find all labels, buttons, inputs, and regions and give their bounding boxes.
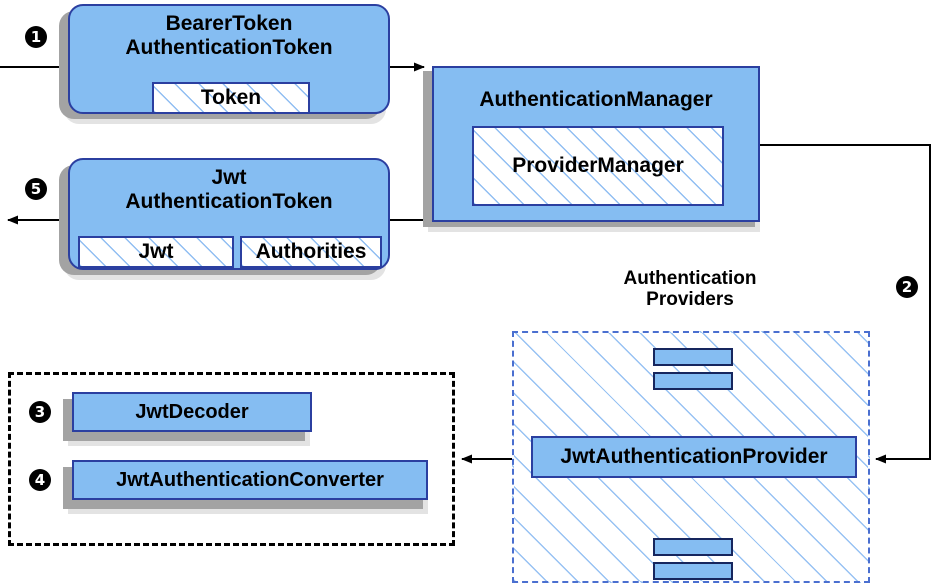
slot-token: Token [152, 82, 310, 114]
node-jwt-authentication-provider-title: JwtAuthenticationProvider [560, 445, 828, 469]
node-jwt-decoder-title: JwtDecoder [135, 400, 249, 423]
node-bearer-token-authentication-token[interactable]: BearerToken AuthenticationToken Token [68, 4, 390, 114]
slot-provider-manager: ProviderManager [472, 126, 724, 206]
jwt-support-region [8, 372, 455, 546]
step-bullet-4: 4 [29, 469, 51, 491]
node-jwt-authentication-provider[interactable]: JwtAuthenticationProvider [531, 436, 857, 478]
provider-bar-upper-1 [653, 348, 733, 366]
step-bullet-5: 5 [25, 178, 47, 200]
slot-provider-manager-label: ProviderManager [512, 154, 684, 177]
slot-token-label: Token [200, 86, 262, 109]
step-bullet-1: 1 [25, 26, 47, 48]
node-jwt-authentication-token[interactable]: Jwt AuthenticationToken Jwt Authorities [68, 158, 390, 270]
node-jwt-authentication-token-title: Jwt AuthenticationToken [125, 166, 333, 213]
node-jwt-decoder[interactable]: JwtDecoder [72, 392, 312, 432]
provider-bar-lower-2 [653, 562, 733, 580]
slot-jwt: Jwt [78, 236, 234, 268]
provider-bar-upper-2 [653, 372, 733, 390]
step-bullet-2: 2 [896, 276, 918, 298]
node-jwt-authentication-converter-title: JwtAuthenticationConverter [116, 468, 384, 491]
slot-jwt-label: Jwt [138, 240, 174, 263]
node-jwt-authentication-converter[interactable]: JwtAuthenticationConverter [72, 460, 428, 500]
slot-authorities: Authorities [240, 236, 382, 268]
node-authentication-manager-title: AuthenticationManager [479, 88, 713, 111]
step-bullet-3: 3 [29, 401, 51, 423]
provider-bar-lower-1 [653, 538, 733, 556]
slot-authorities-label: Authorities [255, 240, 367, 263]
authentication-providers-label: Authentication Providers [623, 268, 757, 311]
node-bearer-token-authentication-token-title: BearerToken AuthenticationToken [125, 12, 333, 59]
node-authentication-manager[interactable]: AuthenticationManager ProviderManager [432, 66, 760, 222]
